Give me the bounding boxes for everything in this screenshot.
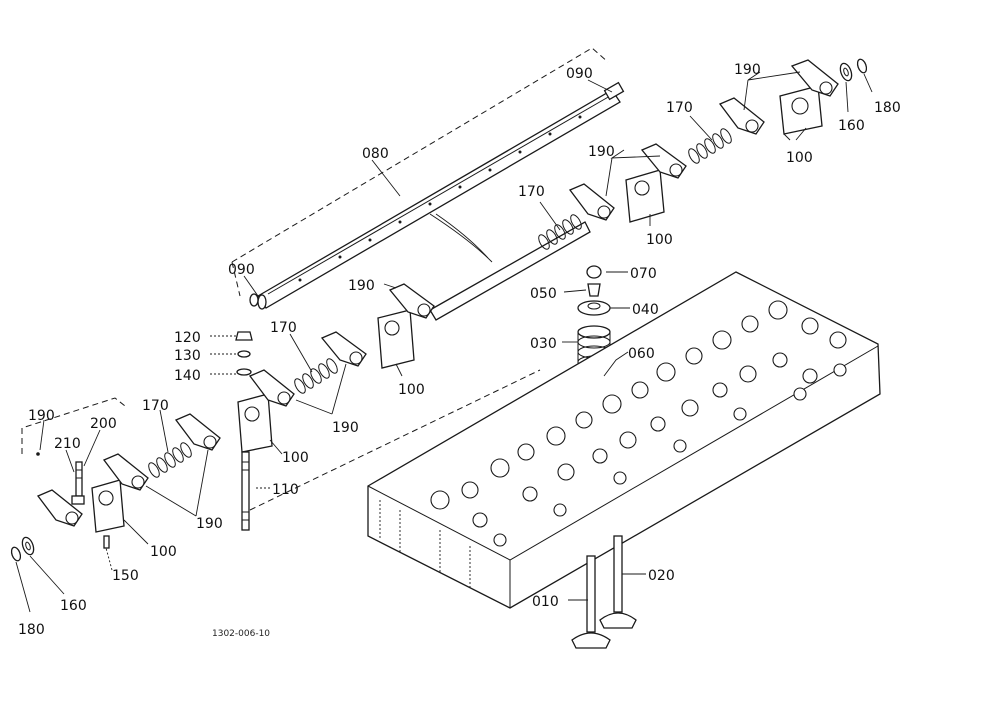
- figure-code: 1302-006-10: [212, 629, 270, 639]
- callout-170-c: 170: [270, 320, 297, 336]
- spring-retainer-040: [577, 300, 611, 316]
- callout-040: 040: [632, 302, 659, 318]
- cylinder-head: [367, 271, 881, 609]
- callout-190-mid: 190: [588, 144, 615, 160]
- valve-cotter-050: [587, 283, 601, 297]
- callout-030: 030: [530, 336, 557, 352]
- callout-190-tr: 190: [734, 62, 761, 78]
- rocker-shaft-lower: [429, 221, 591, 321]
- adjusting-screw-200: [75, 461, 83, 497]
- shaft-oil-holes: [298, 115, 582, 282]
- rocker-bracket-c: [377, 309, 415, 369]
- washer-160-tr: [839, 62, 853, 82]
- callout-140: 140: [174, 368, 201, 384]
- circlip-180-l: [10, 546, 22, 562]
- callout-120: 120: [174, 330, 201, 346]
- callout-190-cb: 190: [332, 420, 359, 436]
- washer-140: [236, 368, 252, 376]
- rocker-bracket-mr: [625, 169, 665, 223]
- rocker-arm-l-1: [102, 453, 149, 491]
- callout-060: 060: [628, 346, 655, 362]
- spring-l: [148, 442, 192, 478]
- leader-lines: [15, 71, 873, 613]
- spring-c: [294, 358, 338, 394]
- callout-170-l: 170: [142, 398, 169, 414]
- callout-150: 150: [112, 568, 139, 584]
- callout-110: 110: [272, 482, 299, 498]
- head-ports: [430, 300, 847, 547]
- callout-010: 010: [532, 594, 559, 610]
- lock-nut-210: [71, 495, 85, 505]
- rocker-arm-tr-2: [718, 97, 765, 135]
- rocker-arm-c-1: [388, 283, 435, 319]
- rocker-arm-l-2: [36, 489, 83, 527]
- rocker-arm-c-2: [320, 331, 367, 367]
- callout-090-left: 090: [228, 262, 255, 278]
- callout-160-l: 160: [60, 598, 87, 614]
- rocker-bracket-tr: [779, 85, 823, 141]
- plug-150: [103, 535, 110, 549]
- callout-100-l: 100: [150, 544, 177, 560]
- stud-110: [241, 451, 250, 531]
- shaft-assembly-frame: [21, 47, 609, 511]
- rocker-shaft: [249, 81, 625, 310]
- callout-210: 210: [54, 436, 81, 452]
- callout-200: 200: [90, 416, 117, 432]
- rocker-arm-tr-1: [790, 59, 839, 97]
- rocker-arm-cb-2: [174, 413, 221, 451]
- circlip-180-tr: [856, 58, 868, 74]
- spring-tr: [688, 128, 732, 164]
- callout-170-mid: 170: [518, 184, 545, 200]
- callout-130: 130: [174, 348, 201, 364]
- callout-020: 020: [648, 568, 675, 584]
- callout-170-tr: 170: [666, 100, 693, 116]
- callout-100-c: 100: [398, 382, 425, 398]
- callout-190-c: 190: [348, 278, 375, 294]
- callout-070: 070: [630, 266, 657, 282]
- valve-010: [571, 555, 611, 649]
- callout-100-mid: 100: [646, 232, 673, 248]
- callout-080: 080: [362, 146, 389, 162]
- callout-labels: 090 080 090 190 170 180 160 100 190 170 …: [18, 62, 901, 639]
- callout-160-tr: 160: [838, 118, 865, 134]
- callout-190-lb: 190: [196, 516, 223, 532]
- callout-100-tr: 100: [786, 150, 813, 166]
- callout-100-cb: 100: [282, 450, 309, 466]
- rocker-bracket-cb: [237, 393, 273, 453]
- nut-120: [235, 331, 253, 341]
- rocker-arm-cb-1: [248, 369, 295, 407]
- callout-050: 050: [530, 286, 557, 302]
- callout-190-l: 190: [28, 408, 55, 424]
- washer-160-l: [21, 536, 35, 556]
- callout-180-tr: 180: [874, 100, 901, 116]
- valve-cap-070: [586, 265, 602, 279]
- rocker-arm-mr-1: [640, 143, 687, 179]
- callout-180-l: 180: [18, 622, 45, 638]
- rocker-arm-mr-2: [568, 183, 615, 221]
- callout-090-top: 090: [566, 66, 593, 82]
- rocker-bracket-l: [91, 479, 125, 533]
- dot-marker: [36, 452, 40, 456]
- washer-130: [237, 350, 251, 358]
